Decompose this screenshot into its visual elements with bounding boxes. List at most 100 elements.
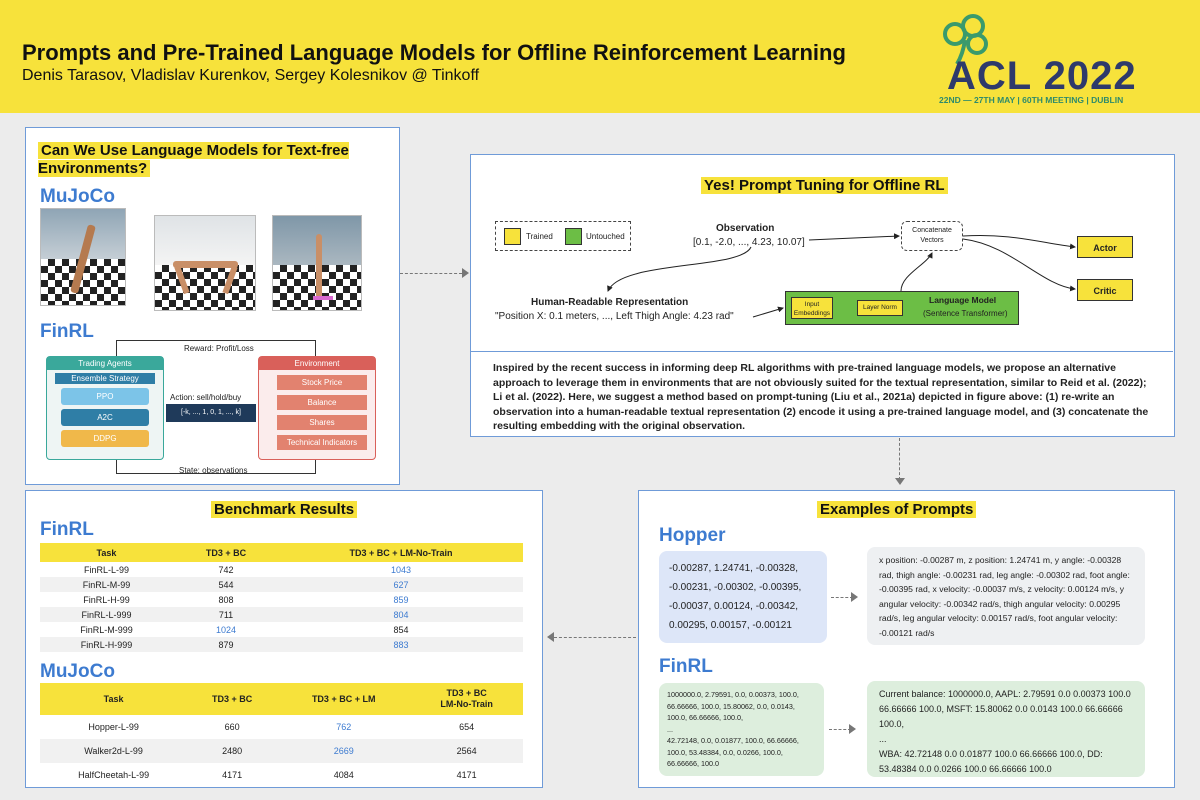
benchmark-title: Benchmark Results (211, 501, 358, 518)
poster-title: Prompts and Pre-Trained Language Models … (22, 40, 846, 65)
table-cell: FinRL-H-99 (83, 594, 130, 605)
table-cell: FinRL-H-999 (40, 637, 173, 652)
finrl-text-line: Current balance: 1000000.0, AAPL: 2.7959… (879, 689, 1131, 729)
mujoco-walker-image (272, 215, 362, 311)
finrl-diagram: Reward: Profit/Loss State: observations … (46, 338, 376, 478)
finrl-text-prompt: Current balance: 1000000.0, AAPL: 2.7959… (867, 681, 1145, 777)
actor-box: Actor (1077, 236, 1133, 258)
legend-trained-label: Trained (526, 232, 553, 241)
connector-arrow (831, 597, 853, 598)
action-arrow: [-k, ..., 1, 0, 1, ..., k] (166, 404, 256, 422)
intro-panel: Can We Use Language Models for Text-free… (25, 127, 400, 485)
col-header: TD3 + BC (172, 543, 280, 562)
agent-a2c: A2C (61, 409, 149, 426)
finrl-label: FinRL (40, 321, 94, 342)
table-cell: FinRL-M-99 (40, 577, 173, 592)
table-cell: Walker2d-L-99 (40, 739, 188, 763)
poster-header: Prompts and Pre-Trained Language Models … (0, 0, 1200, 113)
method-diagram: Trained Untouched Observation [0.1, -2.0… (471, 205, 1171, 345)
env-stock-price: Stock Price (277, 375, 367, 390)
benchmark-panel: Benchmark Results FinRL Task TD3 + BC TD… (25, 490, 543, 788)
hopper-raw-observation: -0.00287, 1.24741, -0.00328, -0.00231, -… (659, 551, 827, 643)
state-label: State: observations (179, 466, 248, 475)
layer-norm-box: Layer Norm (857, 300, 903, 316)
table-cell: 804 (279, 607, 523, 622)
arrow-head-icon (851, 592, 858, 602)
table-cell: 2564 (410, 739, 523, 763)
table-cell: 4171 (456, 770, 477, 780)
col-header: TD3 + BC + LM (277, 683, 411, 715)
critic-box: Critic (1077, 279, 1133, 301)
input-embeddings-box: Input Embeddings (791, 297, 833, 319)
arrow-head-icon (849, 724, 856, 734)
table-cell: 742 (218, 564, 234, 575)
prompts-panel: Examples of Prompts Hopper -0.00287, 1.2… (638, 490, 1175, 788)
env-technical-indicators: Technical Indicators (277, 435, 367, 450)
prompts-finrl-label: FinRL (659, 656, 713, 677)
table-cell: 762 (336, 722, 352, 732)
prompts-hopper-label: Hopper (659, 525, 726, 546)
arrow-head-icon (895, 478, 905, 485)
env-balance: Balance (277, 395, 367, 410)
table-row: FinRL-M-999 1024 854 (40, 622, 523, 637)
reward-label: Reward: Profit/Loss (184, 344, 254, 353)
hrr-label: Human-Readable Representation (531, 297, 689, 308)
observation-label: Observation (716, 223, 775, 234)
table-cell: 808 (218, 594, 234, 605)
col-header: Task (40, 683, 188, 715)
col-header: TD3 + BC + LM-No-Train (279, 543, 523, 562)
table-cell: 544 (172, 577, 280, 592)
lm-label: Language Model (929, 295, 997, 305)
connector-arrow (899, 438, 900, 480)
table-cell: 879 (172, 637, 280, 652)
table-cell: FinRL-M-999 (80, 624, 133, 635)
table-cell: 4084 (333, 770, 354, 780)
intro-title: Can We Use Language Models for Text-free… (38, 142, 349, 177)
table-cell: 711 (172, 607, 280, 622)
legend-box (495, 221, 631, 251)
table-cell: 1024 (215, 624, 237, 635)
prompts-title: Examples of Prompts (817, 501, 977, 518)
col-header: Task (40, 543, 173, 562)
finrl-raw-observation: 1000000.0, 2.79591, 0.0, 0.00373, 100.0,… (659, 683, 824, 776)
ensemble-label: Ensemble Strategy (55, 373, 155, 384)
logo-text: ACL 2022 (947, 54, 1137, 98)
table-cell: 4171 (222, 770, 243, 780)
col-header: TD3 + BC (187, 683, 278, 715)
trading-agents-box: Trading Agents Ensemble Strategy PPO A2C… (46, 356, 164, 460)
agent-ddpg: DDPG (61, 430, 149, 447)
table-cell: 854 (393, 624, 409, 635)
method-panel: Yes! Prompt Tuning for Offline RL Traine… (470, 154, 1175, 437)
finrl-raw-line: 1000000.0, 2.79591, 0.0, 0.00373, 100.0,… (667, 690, 799, 722)
method-title: Yes! Prompt Tuning for Offline RL (701, 177, 948, 194)
hopper-text-prompt: x position: -0.00287 m, z position: 1.24… (867, 547, 1145, 645)
table-cell: 883 (279, 637, 523, 652)
finrl-text-ellipsis: ... (879, 734, 887, 744)
finrl-raw-ellipsis: ... (667, 724, 673, 734)
trading-agents-header: Trading Agents (47, 357, 163, 370)
finrl-results-table: Task TD3 + BC TD3 + BC + LM-No-Train Fin… (40, 543, 523, 652)
benchmark-finrl-label: FinRL (40, 519, 94, 540)
legend-trained-swatch (504, 228, 521, 245)
connector-arrow (554, 637, 636, 638)
hrr-value: "Position X: 0.1 meters, ..., Left Thigh… (495, 311, 734, 322)
table-cell: 2480 (187, 739, 278, 763)
table-cell: 654 (459, 722, 475, 732)
poster-authors: Denis Tarasov, Vladislav Kurenkov, Serge… (22, 67, 480, 84)
lm-sublabel: (Sentence Transformer) (923, 309, 1008, 318)
method-description: Inspired by the recent success in inform… (493, 362, 1149, 432)
arrow-head-icon (462, 268, 469, 278)
env-shares: Shares (277, 415, 367, 430)
table-cell: Hopper-L-99 (88, 722, 139, 732)
agent-ppo: PPO (61, 388, 149, 405)
acl-logo: ACL 2022 22ND — 27TH MAY | 60TH MEETING … (925, 12, 1185, 107)
mujoco-halfcheetah-image (154, 215, 256, 311)
